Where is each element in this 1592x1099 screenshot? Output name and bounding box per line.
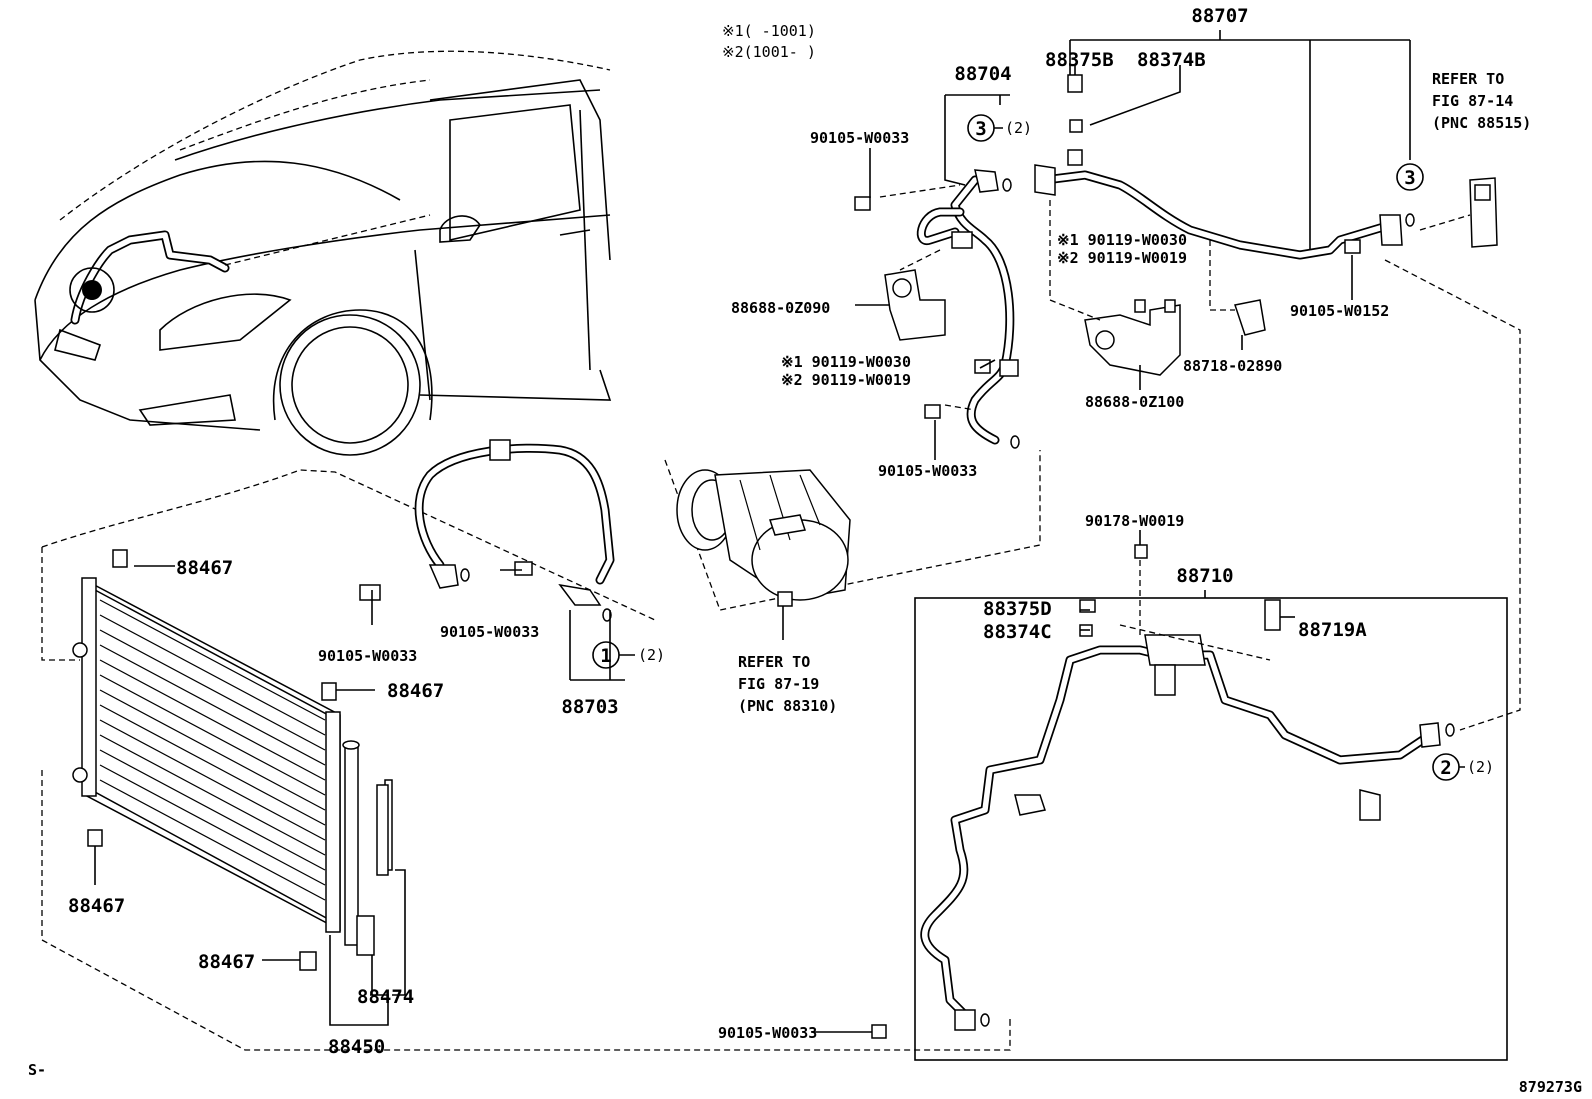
label-ast1-w0030-left: ※1 90119-W0030 (781, 353, 911, 371)
callout-3-top: 3 (975, 118, 986, 140)
refer-87-19-line1: REFER TO (738, 653, 810, 671)
qty-2: (2) (1467, 758, 1494, 776)
refer-87-19-line2: FIG 87-19 (738, 675, 819, 693)
label-bolt-top: 90105-W0033 (810, 129, 909, 147)
note-variant-1: ※1( -1001) (722, 22, 816, 40)
label-88467-bottom-left: 88467 (68, 895, 125, 917)
refer-87-14-line2: FIG 87-14 (1432, 92, 1513, 110)
label-bolt-left: 90105-W0033 (318, 647, 417, 665)
leader-dash-7 (1384, 259, 1521, 731)
part-labels: ※1( -1001) ※2(1001- ) 88707 88375B 88374… (28, 5, 1582, 1096)
condenser-88450 (72, 549, 393, 971)
car-illustration (34, 50, 612, 456)
label-88467-right: 88467 (387, 680, 444, 702)
label-88703: 88703 (561, 696, 618, 718)
label-88375D: 88375D (983, 598, 1052, 620)
callout-circles: 3 3 1 2 (2) (2) (2) (592, 114, 1494, 781)
hose-88704 (854, 169, 1020, 449)
label-88374B: 88374B (1137, 49, 1206, 71)
label-88688-0Z100: 88688-0Z100 (1085, 393, 1184, 411)
leader-dash-2 (899, 249, 941, 271)
label-ast2-w0019-right: ※2 90119-W0019 (1057, 249, 1187, 267)
label-88474: 88474 (357, 986, 414, 1008)
callout-3-right: 3 (1404, 167, 1415, 189)
pipe-88707 (1034, 30, 1498, 376)
refer-87-14-line1: REFER TO (1432, 70, 1504, 88)
label-bolt-w0152: 90105-W0152 (1290, 302, 1389, 320)
refer-87-14-line3: (PNC 88515) (1432, 114, 1531, 132)
note-variant-2: ※2(1001- ) (722, 43, 816, 61)
refer-87-19-line3: (PNC 88310) (738, 697, 837, 715)
label-88467-top: 88467 (176, 557, 233, 579)
leader-dash-1 (879, 184, 961, 198)
label-88718-02890: 88718-02890 (1183, 357, 1282, 375)
hose-88703 (359, 439, 615, 622)
compressor (664, 450, 1041, 611)
label-88450: 88450 (328, 1036, 385, 1058)
callout-2: 2 (1440, 757, 1451, 779)
leader-dash-4 (1049, 200, 1101, 321)
leader-dash-6 (1419, 214, 1471, 231)
leader-dash-3 (944, 404, 976, 411)
condenser-group-outline (41, 469, 1011, 1051)
callout-1: 1 (600, 645, 611, 667)
label-bolt-mid: 90105-W0033 (878, 462, 977, 480)
label-88719A: 88719A (1298, 619, 1367, 641)
qty-3: (2) (1005, 119, 1032, 137)
label-88467-bottom: 88467 (198, 951, 255, 973)
label-bolt-hose: 90105-W0033 (440, 623, 539, 641)
label-88707: 88707 (1191, 5, 1248, 27)
label-88710: 88710 (1176, 565, 1233, 587)
qty-1: (2) (638, 646, 665, 664)
pipe-88710-group (871, 544, 1508, 1061)
label-90178-W0019: 90178-W0019 (1085, 512, 1184, 530)
label-bolt-bottom: 90105-W0033 (718, 1024, 817, 1042)
corner-mark: S- (28, 1061, 46, 1079)
label-ast2-w0019-left: ※2 90119-W0019 (781, 371, 911, 389)
label-88374C: 88374C (983, 621, 1052, 643)
label-88704: 88704 (954, 63, 1011, 85)
leader-lines (94, 65, 1353, 1033)
leader-dash-5 (1209, 240, 1235, 311)
label-88688-0Z090: 88688-0Z090 (731, 299, 830, 317)
label-ast1-w0030-right: ※1 90119-W0030 (1057, 231, 1187, 249)
sheet-code: 879273G (1519, 1078, 1582, 1096)
label-88375B: 88375B (1045, 49, 1114, 71)
